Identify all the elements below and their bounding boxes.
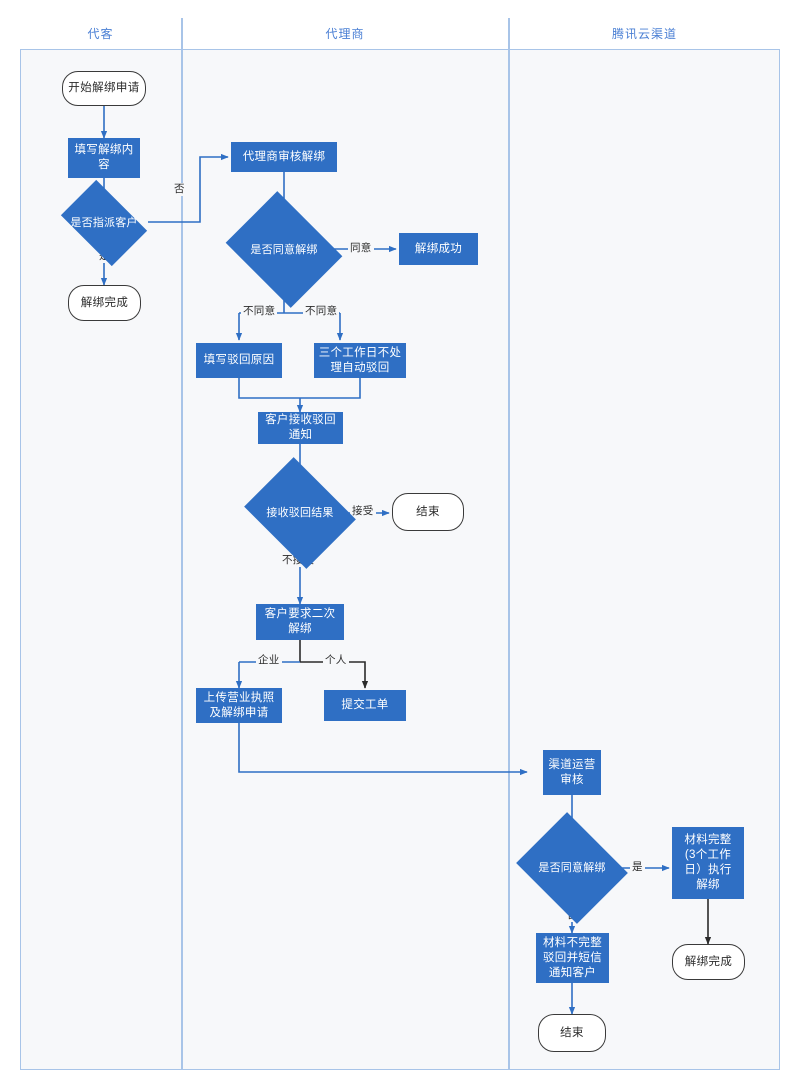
- swimlane-header-row: [20, 18, 780, 50]
- node-label-line1: 材料完整: [684, 834, 732, 846]
- node-auto-reject-3days[interactable]: 三个工作日不处 理自动驳回: [314, 343, 406, 378]
- node-material-complete[interactable]: 材料完整 (3个工作 日）执行 解绑: [672, 827, 744, 899]
- node-label: 解绑成功: [414, 242, 463, 255]
- node-label: 接收驳回结果: [266, 507, 334, 519]
- node-label-line2: 审核: [560, 773, 584, 786]
- node-label-line1: 上传营业执照: [203, 691, 275, 704]
- node-start-apply[interactable]: 开始解绑申请: [62, 71, 146, 106]
- lane-title-customer: 代客: [87, 27, 114, 41]
- node-label: 开始解绑申请: [68, 82, 140, 94]
- node-label: 是否同意解绑: [538, 862, 606, 874]
- node-label-line2: 通知: [288, 429, 313, 441]
- node-channel-ops-review[interactable]: 渠道运营 审核: [543, 750, 601, 795]
- edge-label-accept: 接受: [350, 505, 376, 518]
- node-label-line2: 驳回并短信: [543, 951, 602, 964]
- node-label-line4: 解绑: [696, 879, 720, 891]
- lane-divider-1: [181, 18, 183, 1070]
- edge-label-tencent-yes: 是: [630, 861, 645, 874]
- node-label-line1: 三个工作日不处: [318, 346, 402, 359]
- edge-label-disagree-left: 不同意: [241, 305, 278, 318]
- node-submit-ticket[interactable]: 提交工单: [324, 690, 406, 721]
- edge-label-disagree-right: 不同意: [303, 305, 340, 318]
- edge-label-agree: 同意: [348, 242, 374, 255]
- node-end-reject[interactable]: 结束: [538, 1014, 606, 1052]
- node-label-line1: 材料不完整: [543, 936, 602, 949]
- edge-label-no-assign: 否: [172, 183, 187, 196]
- node-agent-review[interactable]: 代理商审核解绑: [231, 142, 337, 172]
- node-label: 结束: [416, 505, 440, 518]
- edge-label-personal: 个人: [323, 654, 349, 667]
- node-label: 代理商审核解绑: [242, 150, 326, 163]
- swimlane-frame: [20, 18, 780, 1070]
- node-label-line3: 日）执行: [684, 864, 732, 876]
- node-label-line2: (3个工作: [684, 849, 732, 861]
- node-label-line2: 理自动驳回: [330, 361, 390, 374]
- node-fill-unbind-content[interactable]: 填写解绑内 容: [68, 138, 140, 178]
- node-label: 结束: [560, 1026, 584, 1039]
- node-label-line2: 解绑: [288, 623, 312, 635]
- node-label-line1: 客户接收驳回: [265, 414, 336, 426]
- node-label: 填写驳回原因: [203, 354, 275, 366]
- node-label: 是否指派客户: [70, 217, 138, 229]
- node-tencent-agree-unbind[interactable]: 是否同意解绑: [516, 812, 628, 924]
- lane-title-agent: 代理商: [325, 27, 365, 41]
- edge-label-enterprise: 企业: [256, 654, 282, 667]
- node-label-line2: 容: [98, 159, 110, 171]
- node-end-accept[interactable]: 结束: [392, 493, 464, 531]
- node-unbind-success[interactable]: 解绑成功: [399, 233, 478, 265]
- lane-title-tencent: 腾讯云渠道: [611, 27, 677, 41]
- node-unbind-done-right[interactable]: 解绑完成: [672, 944, 745, 980]
- node-material-incomplete[interactable]: 材料不完整 驳回并短信 通知客户: [536, 933, 609, 983]
- node-label-line1: 客户要求二次: [264, 608, 336, 620]
- node-label: 是否同意解绑: [250, 243, 318, 256]
- node-label: 提交工单: [341, 699, 389, 711]
- node-receive-reject-result[interactable]: 接收驳回结果: [244, 457, 356, 569]
- node-unbind-done-left[interactable]: 解绑完成: [68, 285, 141, 321]
- node-label-line1: 渠道运营: [548, 758, 596, 771]
- node-label-line3: 通知客户: [548, 966, 597, 979]
- node-label-line1: 填写解绑内: [74, 144, 134, 156]
- node-label: 解绑完成: [684, 955, 733, 968]
- node-fill-reject-reason[interactable]: 填写驳回原因: [196, 343, 282, 378]
- node-label: 解绑完成: [80, 296, 129, 309]
- node-label-line2: 及解绑申请: [209, 706, 269, 719]
- node-assign-customer[interactable]: 是否指派客户: [60, 179, 148, 267]
- node-second-unbind-request[interactable]: 客户要求二次 解绑: [256, 604, 344, 640]
- node-customer-receive-reject[interactable]: 客户接收驳回 通知: [258, 412, 343, 444]
- node-upload-license[interactable]: 上传营业执照 及解绑申请: [196, 688, 282, 723]
- lane-divider-2: [508, 18, 510, 1070]
- node-agree-unbind[interactable]: 是否同意解绑: [225, 191, 343, 308]
